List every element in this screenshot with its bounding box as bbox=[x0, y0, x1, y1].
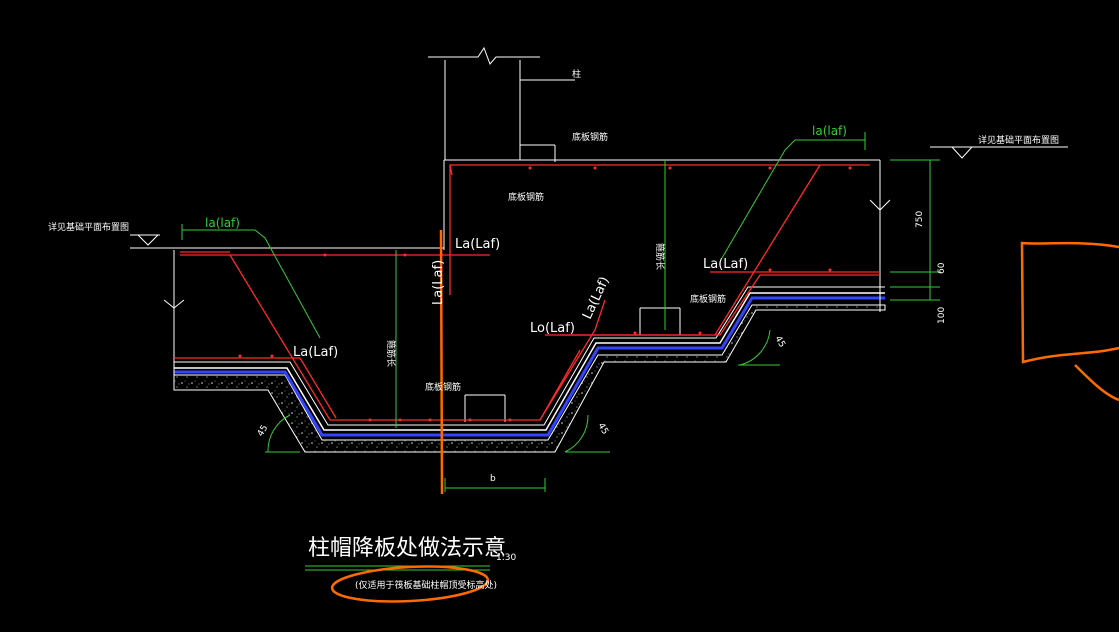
label-la-laf-left: La(Laf) bbox=[293, 345, 338, 360]
label-bottom-rebar-2: 底板钢筋 bbox=[508, 191, 544, 203]
label-angle-mid: 45 bbox=[595, 422, 609, 437]
drawing-scale: 1:30 bbox=[496, 553, 516, 563]
label-bottom-rebar-3: 底板钢筋 bbox=[690, 293, 726, 305]
concrete-bedding bbox=[173, 304, 886, 453]
rebar bbox=[174, 164, 880, 421]
label-bottom-rebar-4: 底板钢筋 bbox=[425, 381, 461, 393]
concrete-cushion bbox=[174, 285, 885, 435]
label-la-laf-right: La(Laf) bbox=[703, 257, 748, 272]
slab-outline bbox=[130, 46, 1068, 426]
label-bottom-rebar-1: 底板钢筋 bbox=[572, 131, 608, 143]
rebar-dots bbox=[238, 166, 852, 422]
drawing-note: (仅适用于筏板基础柱帽顶受标高处) bbox=[355, 579, 497, 591]
label-la-laf-diag: La(Laf) bbox=[580, 274, 613, 321]
label-stirrup-center: 箍筋长 bbox=[654, 243, 666, 270]
label-lo-laf: Lo(Laf) bbox=[530, 321, 575, 336]
level-marker-left bbox=[136, 234, 160, 246]
label-la-laf-green-right: la(laf) bbox=[812, 124, 847, 138]
markup-annotations bbox=[330, 229, 1119, 603]
label-dim-b: b bbox=[490, 474, 496, 484]
label-angle-right: 45 bbox=[772, 335, 786, 350]
dimension-lines bbox=[181, 132, 940, 571]
label-dim-100: 100 bbox=[937, 307, 947, 324]
label-ref-right: 详见基础平面布置图 bbox=[978, 134, 1059, 146]
label-stirrup-left: 箍筋长 bbox=[385, 340, 397, 367]
label-ref-left: 详见基础平面布置图 bbox=[48, 221, 129, 233]
label-la-laf-center: La(Laf) bbox=[455, 237, 500, 252]
label-la-laf-green-left: la(laf) bbox=[205, 216, 240, 230]
drawing-title: 柱帽降板处做法示意 bbox=[308, 536, 506, 561]
label-dim-750: 750 bbox=[915, 211, 925, 228]
level-marker-right bbox=[950, 146, 974, 159]
label-column: 柱 bbox=[572, 68, 581, 80]
label-dim-60: 60 bbox=[937, 262, 947, 274]
waterproof-layer bbox=[174, 296, 885, 437]
label-la-laf-vertical: La(Laf) bbox=[431, 260, 446, 305]
label-angle-left: 45 bbox=[256, 424, 270, 439]
protect-layer bbox=[174, 292, 885, 431]
